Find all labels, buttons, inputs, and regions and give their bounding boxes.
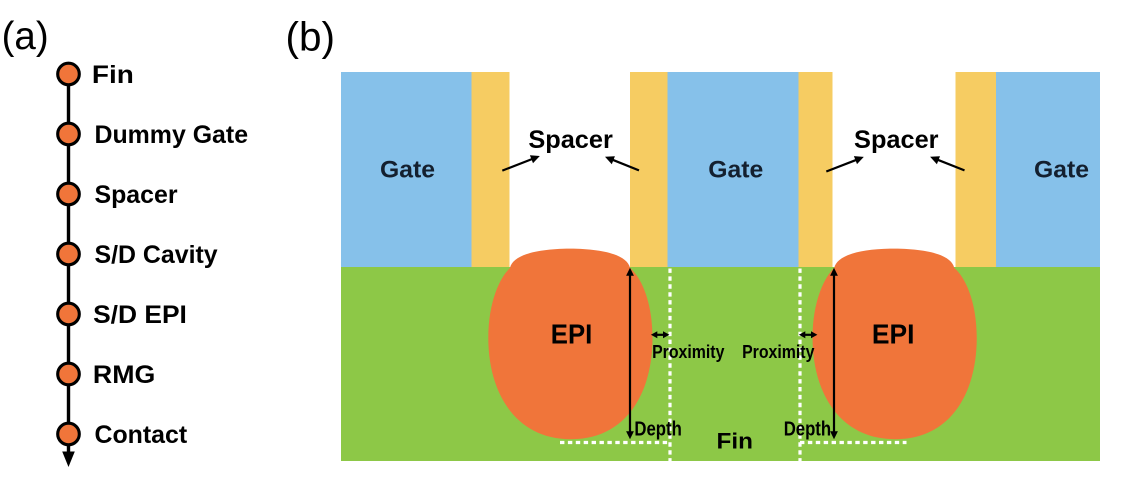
svg-text:Fin: Fin: [92, 61, 134, 89]
svg-text:EPI: EPI: [551, 318, 593, 349]
svg-text:(a): (a): [2, 15, 49, 58]
svg-text:S/D Cavity: S/D Cavity: [95, 241, 218, 269]
svg-text:Spacer: Spacer: [95, 181, 178, 209]
svg-text:S/D EPI: S/D EPI: [93, 301, 187, 329]
svg-text:Fin: Fin: [717, 428, 753, 453]
svg-text:Gate: Gate: [380, 157, 435, 183]
svg-text:Depth: Depth: [634, 419, 681, 441]
svg-text:Proximity: Proximity: [742, 341, 815, 362]
svg-text:(b): (b): [286, 13, 336, 59]
svg-text:Proximity: Proximity: [652, 341, 725, 362]
svg-text:Spacer: Spacer: [528, 127, 613, 154]
svg-text:Contact: Contact: [95, 421, 188, 449]
svg-text:Gate: Gate: [708, 157, 763, 183]
svg-text:RMG: RMG: [93, 361, 155, 389]
svg-text:EPI: EPI: [872, 318, 915, 349]
svg-text:Spacer: Spacer: [854, 127, 939, 154]
svg-text:Depth: Depth: [784, 419, 831, 441]
svg-text:Gate: Gate: [1034, 157, 1089, 183]
svg-text:Dummy Gate: Dummy Gate: [95, 121, 249, 149]
